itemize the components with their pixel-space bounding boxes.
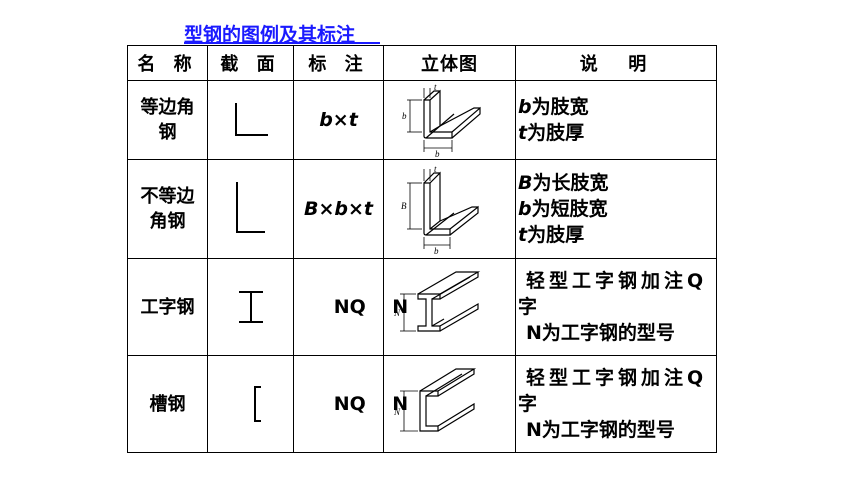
desc-text: 为肢厚 bbox=[527, 122, 585, 144]
equal-angle-3d-icon: b b t bbox=[402, 82, 481, 158]
page-title: 型钢的图例及其标注 bbox=[184, 24, 356, 46]
dim-B-side: B bbox=[401, 201, 407, 211]
header-row: 名 称 截 面 标 注 立体图 说 明 bbox=[127, 45, 717, 81]
3d-view-cell: B b t bbox=[383, 159, 516, 259]
dim-N: N bbox=[393, 407, 401, 417]
desc-text: 为肢厚 bbox=[527, 224, 585, 246]
channel-section-icon bbox=[253, 386, 261, 422]
mark-text: NQ N bbox=[333, 393, 409, 415]
desc-line: 字 bbox=[518, 393, 538, 415]
desc-line: 轻型工字钢加注Q bbox=[526, 270, 708, 292]
desc-symbol: B bbox=[518, 172, 533, 194]
steel-legend-table: 名 称 截 面 标 注 立体图 说 明 等边角 钢 b×t bbox=[127, 45, 717, 453]
desc-line: t为肢厚 bbox=[518, 120, 716, 146]
header-3d-view: 立体图 bbox=[383, 45, 516, 81]
header-description: 说 明 bbox=[515, 45, 717, 81]
marking-cell: B×b×t bbox=[293, 159, 384, 259]
desc-line: B为长肢宽 bbox=[518, 170, 716, 196]
desc-line: N为工字钢的型号 bbox=[526, 322, 675, 344]
section-cell bbox=[207, 159, 294, 259]
desc-symbol: t bbox=[518, 224, 528, 246]
row-name: 等边角 钢 bbox=[127, 80, 208, 160]
desc-line: b为短肢宽 bbox=[518, 196, 716, 222]
section-cell bbox=[207, 355, 294, 453]
dim-b-bottom: b bbox=[435, 149, 440, 158]
table-row: 工字钢 NQ N bbox=[127, 258, 717, 356]
header-name: 名 称 bbox=[127, 45, 208, 81]
desc-text: 为肢宽 bbox=[531, 96, 589, 118]
desc-line: 轻型工字钢加注Q bbox=[526, 367, 708, 389]
desc-symbol: t bbox=[518, 122, 528, 144]
table-row: 不等边 角钢 B×b×t bbox=[127, 159, 717, 259]
3d-view-cell: N bbox=[383, 355, 516, 453]
mark-b: b bbox=[319, 109, 333, 131]
unequal-angle-3d-icon: B b t bbox=[401, 164, 479, 255]
marking-cell: NQ N bbox=[293, 258, 408, 356]
desc-line: t为肢厚 bbox=[518, 222, 716, 248]
mark-times: × bbox=[332, 109, 349, 131]
name-line: 等边角 bbox=[140, 97, 195, 118]
dim-b-bottom: b bbox=[434, 246, 439, 255]
title-underline bbox=[184, 42, 380, 44]
i-beam-3d-icon: N bbox=[393, 271, 480, 332]
description-cell: 轻型工字钢加注Q 字 N为工字钢的型号 bbox=[515, 258, 717, 356]
name-line: 角钢 bbox=[149, 211, 186, 232]
mark-t: t bbox=[348, 109, 358, 131]
i-beam-section-icon bbox=[238, 291, 263, 323]
name-line: 槽钢 bbox=[149, 393, 186, 415]
dim-N: N bbox=[393, 308, 401, 318]
mark-B: B bbox=[303, 198, 319, 220]
desc-text: 为短肢宽 bbox=[531, 198, 608, 220]
mark-b: b bbox=[334, 198, 348, 220]
row-name: 不等边 角钢 bbox=[127, 159, 208, 259]
mark-times: × bbox=[348, 198, 364, 220]
table-row: 槽钢 NQ N N bbox=[127, 355, 717, 453]
description-cell: 轻型工字钢加注Q 字 N为工字钢的型号 bbox=[515, 355, 717, 453]
header-marking: 标 注 bbox=[293, 45, 384, 81]
desc-line: b为肢宽 bbox=[518, 94, 716, 120]
dim-t: t bbox=[434, 164, 437, 174]
row-name: 槽钢 bbox=[127, 355, 208, 453]
dim-t: t bbox=[434, 82, 437, 92]
mark-t: t bbox=[363, 198, 374, 220]
equal-angle-section-icon bbox=[234, 103, 268, 136]
desc-text: 为长肢宽 bbox=[532, 172, 609, 194]
3d-view-cell: b b t bbox=[383, 80, 516, 160]
header-section: 截 面 bbox=[207, 45, 294, 81]
row-name: 工字钢 bbox=[127, 258, 208, 356]
section-cell bbox=[207, 80, 294, 160]
name-line: 钢 bbox=[158, 122, 177, 143]
description-cell: b为肢宽 t为肢厚 bbox=[515, 80, 717, 160]
marking-cell: NQ N bbox=[293, 355, 408, 453]
desc-line: N为工字钢的型号 bbox=[526, 419, 675, 441]
3d-view-cell: N bbox=[383, 258, 516, 356]
name-line: 工字钢 bbox=[140, 296, 195, 318]
name-line: 不等边 bbox=[140, 186, 195, 207]
desc-symbol: b bbox=[518, 96, 532, 118]
table-row: 等边角 钢 b×t bbox=[127, 80, 717, 160]
mark-text: NQ N bbox=[333, 296, 409, 318]
desc-line: 字 bbox=[518, 296, 538, 318]
unequal-angle-section-icon bbox=[235, 182, 265, 233]
description-cell: B为长肢宽 b为短肢宽 t为肢厚 bbox=[515, 159, 717, 259]
dim-b-side: b bbox=[402, 111, 407, 121]
desc-symbol: b bbox=[518, 198, 532, 220]
mark-times: × bbox=[318, 198, 335, 220]
marking-cell: b×t bbox=[293, 80, 384, 160]
channel-3d-icon: N bbox=[393, 368, 476, 432]
section-cell bbox=[207, 258, 294, 356]
